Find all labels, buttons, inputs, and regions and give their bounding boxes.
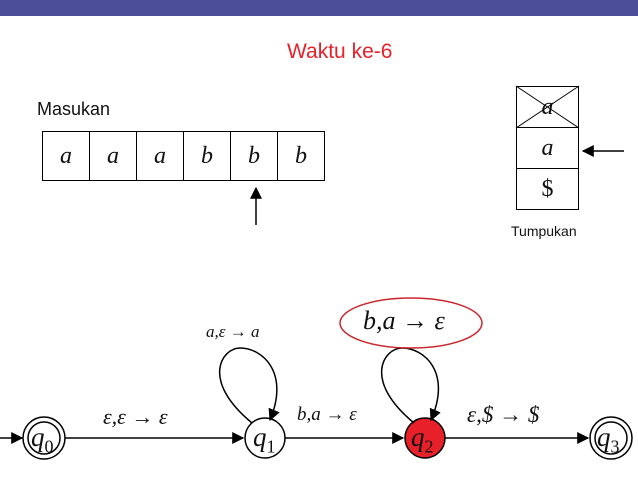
stack-cell-bottom: $ [516, 168, 579, 210]
transition-label-q0-q1: ε,ε → ε [103, 404, 168, 429]
state-q3-inner [594, 421, 628, 455]
loop-q2 [381, 347, 441, 424]
transition-label-q1-q2: b,a → ε [297, 404, 357, 425]
state-q0-inner [27, 421, 61, 455]
transition-label-q2-q3: ε,$ → $ [467, 402, 540, 427]
state-q1-label: q1 [253, 422, 276, 457]
tape-cell-6: b [277, 131, 325, 181]
input-label: Masukan [37, 99, 111, 119]
state-q3-label: q3 [597, 422, 620, 457]
slide-title: Waktu ke-6 [287, 40, 393, 63]
loop-q1 [219, 347, 280, 424]
top-banner [0, 0, 638, 16]
transition-label-q2-loop: b,a → ε [363, 306, 445, 335]
highlight-ellipse [339, 297, 483, 349]
stack-label: Tumpukan [511, 223, 577, 239]
popped-cross-line-2 [515, 85, 580, 129]
state-q2-label: q2 [411, 422, 434, 457]
transition-label-q1-loop: a,ε → a [206, 322, 260, 341]
state-q0-label: q0 [31, 422, 54, 457]
